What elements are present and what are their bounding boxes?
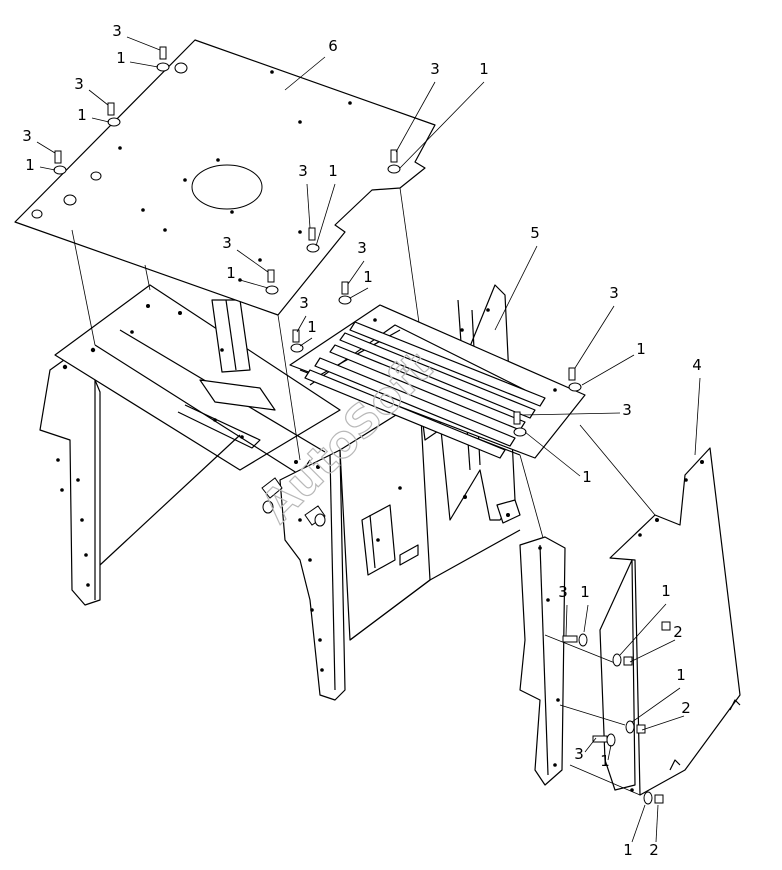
bracket-clip [496, 499, 521, 524]
callout-number: 3 [430, 60, 440, 78]
callout-number: 3 [574, 745, 584, 763]
callout-number: 3 [22, 127, 32, 145]
cross-member-slot [199, 379, 276, 411]
callout-number: 2 [649, 841, 659, 859]
callout-number: 2 [673, 623, 683, 641]
callout-number: 1 [226, 264, 236, 282]
callout-number: 1 [636, 340, 646, 358]
callout-number: 3 [299, 294, 309, 312]
callout-number: 1 [582, 468, 592, 486]
leader-lines [36, 36, 701, 843]
side-plate-4 [609, 447, 741, 796]
callout-number: 1 [77, 106, 87, 124]
callout-number: 3 [222, 234, 232, 252]
callout-number: 3 [357, 239, 367, 257]
right-side-assembly [519, 447, 741, 796]
callout-number: 1 [328, 162, 338, 180]
grille-plate-5 [289, 304, 656, 546]
callout-number: 1 [623, 841, 633, 859]
callout-number: 1 [676, 666, 686, 684]
callout-number: 1 [25, 156, 35, 174]
callout-number: 1 [479, 60, 489, 78]
callout-number: 4 [692, 356, 702, 374]
callout-number: 2 [681, 699, 691, 717]
callout-number: 1 [600, 752, 610, 770]
callout-number: 3 [558, 583, 568, 601]
callout-number: 3 [622, 401, 632, 419]
left-top-rail [54, 284, 341, 471]
callout-number: 3 [112, 22, 122, 40]
top-plate-6 [14, 39, 436, 461]
callout-number: 3 [298, 162, 308, 180]
callout-number: 1 [307, 318, 317, 336]
fasteners [53, 46, 671, 805]
callout-number: 1 [661, 582, 671, 600]
right-bracket-strip [519, 536, 566, 786]
callout-number: 5 [530, 224, 540, 242]
callout-number: 1 [116, 49, 126, 67]
callout-number: 1 [580, 583, 590, 601]
callout-number: 6 [328, 37, 338, 55]
callout-number: 3 [74, 75, 84, 93]
callout-number: 1 [363, 268, 373, 286]
callout-number: 3 [609, 284, 619, 302]
front-center-leg [279, 449, 346, 701]
